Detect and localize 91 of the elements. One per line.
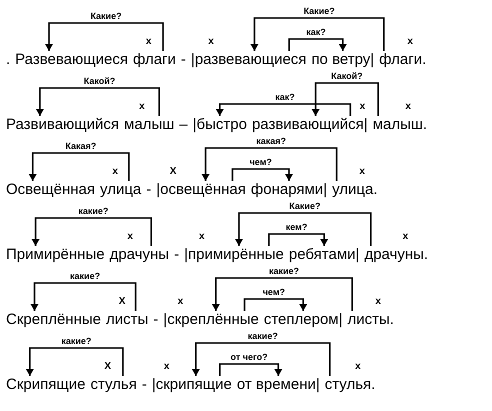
word: Скреплённые bbox=[6, 311, 101, 329]
question-label: какие? bbox=[60, 336, 92, 346]
question-label: Какие? bbox=[288, 201, 322, 211]
question-arrow bbox=[45, 22, 164, 51]
question-label: чем? bbox=[248, 157, 273, 167]
punctuation-mark: - bbox=[142, 376, 147, 394]
punctuation-mark: - bbox=[153, 311, 158, 329]
question-arrow bbox=[26, 347, 124, 376]
punctuation-mark: - bbox=[146, 181, 152, 199]
word: малыш bbox=[124, 116, 174, 134]
main-word-mark: X bbox=[104, 361, 112, 372]
word: драчуны. bbox=[364, 246, 428, 264]
main-word-mark: x bbox=[405, 101, 411, 112]
question-label: Какой? bbox=[82, 76, 116, 86]
question-label: Какой? bbox=[330, 71, 364, 81]
main-word-mark: x bbox=[139, 101, 145, 112]
word: |скреплённые bbox=[163, 311, 259, 329]
question-arrow bbox=[268, 233, 328, 246]
main-word-mark: x bbox=[208, 36, 214, 47]
main-word-mark: x bbox=[402, 231, 408, 242]
punctuation-mark: - bbox=[174, 246, 180, 264]
question-arrow bbox=[250, 17, 385, 51]
word: флаги. bbox=[379, 51, 426, 69]
punctuation-mark: - bbox=[180, 51, 186, 69]
main-word-mark: X bbox=[170, 166, 176, 177]
question-label: какие? bbox=[77, 206, 110, 216]
main-word-mark: x bbox=[199, 231, 205, 242]
question-label: как? bbox=[274, 92, 296, 102]
question-label: кем? bbox=[284, 222, 308, 232]
question-arrow bbox=[312, 82, 379, 116]
punctuation-mark: – bbox=[179, 116, 188, 134]
question-arrow bbox=[216, 103, 352, 116]
question-label: какие? bbox=[246, 331, 279, 341]
word: фонарями| bbox=[250, 181, 328, 199]
main-word-mark: x bbox=[112, 166, 118, 177]
question-label: от чего? bbox=[230, 352, 269, 362]
word: Примирённые bbox=[6, 246, 105, 264]
question-arrow bbox=[30, 282, 136, 311]
main-word-mark: x bbox=[375, 296, 381, 307]
question-arrow bbox=[232, 168, 293, 181]
question-arrow bbox=[28, 152, 130, 181]
question-arrow bbox=[288, 38, 347, 51]
word: стулья bbox=[90, 376, 137, 394]
word: развивающийся| bbox=[252, 116, 368, 134]
question-label: какие? bbox=[69, 271, 102, 281]
main-word-mark: x bbox=[355, 361, 361, 372]
word: |примирённые bbox=[184, 246, 284, 264]
word: улица. bbox=[332, 181, 378, 199]
main-word-mark: x bbox=[164, 361, 170, 372]
question-label: Какая? bbox=[64, 141, 98, 151]
punctuation-mark: . bbox=[6, 51, 10, 69]
word: малыш. bbox=[372, 116, 428, 134]
word: степлером| bbox=[264, 311, 343, 329]
word: Развивающийся bbox=[6, 116, 120, 134]
main-word-mark: x bbox=[178, 296, 184, 307]
word: |скрипящие bbox=[152, 376, 232, 394]
word: ребятами| bbox=[288, 246, 360, 264]
question-label: Какие? bbox=[89, 11, 123, 21]
question-arrow bbox=[192, 342, 331, 376]
word: листы. bbox=[348, 311, 394, 329]
word: |освещённая bbox=[156, 181, 246, 199]
question-label: какая? bbox=[255, 136, 287, 146]
question-label: какие? bbox=[268, 266, 300, 276]
main-word-mark: x bbox=[360, 101, 366, 112]
word: от времени| bbox=[236, 376, 320, 394]
question-label: чем? bbox=[262, 287, 286, 297]
word: листы bbox=[106, 311, 148, 329]
word: улица bbox=[100, 181, 142, 199]
word: флаги bbox=[132, 51, 176, 69]
question-label: Какие? bbox=[302, 6, 336, 16]
main-word-mark: X bbox=[118, 296, 126, 307]
main-word-mark: x bbox=[127, 231, 133, 242]
question-label: как? bbox=[305, 27, 327, 37]
word: |быстро bbox=[192, 116, 247, 134]
word: по ветру| bbox=[311, 51, 374, 69]
question-arrow bbox=[32, 217, 152, 246]
main-word-mark: x bbox=[407, 36, 413, 47]
question-arrow bbox=[212, 277, 353, 311]
word: драчуны bbox=[110, 246, 170, 264]
word: стулья. bbox=[324, 376, 376, 394]
word: Скрипящие bbox=[6, 376, 86, 394]
word: |развевающиеся bbox=[190, 51, 306, 69]
word: Развевающиеся bbox=[15, 51, 128, 69]
question-arrow bbox=[202, 147, 338, 181]
main-word-mark: x bbox=[359, 166, 365, 177]
question-arrow bbox=[244, 298, 308, 311]
main-word-mark: x bbox=[146, 36, 152, 47]
question-arrow bbox=[234, 212, 372, 246]
question-arrow bbox=[36, 87, 160, 116]
question-arrow bbox=[219, 363, 282, 376]
word: Освещённая bbox=[6, 181, 96, 199]
